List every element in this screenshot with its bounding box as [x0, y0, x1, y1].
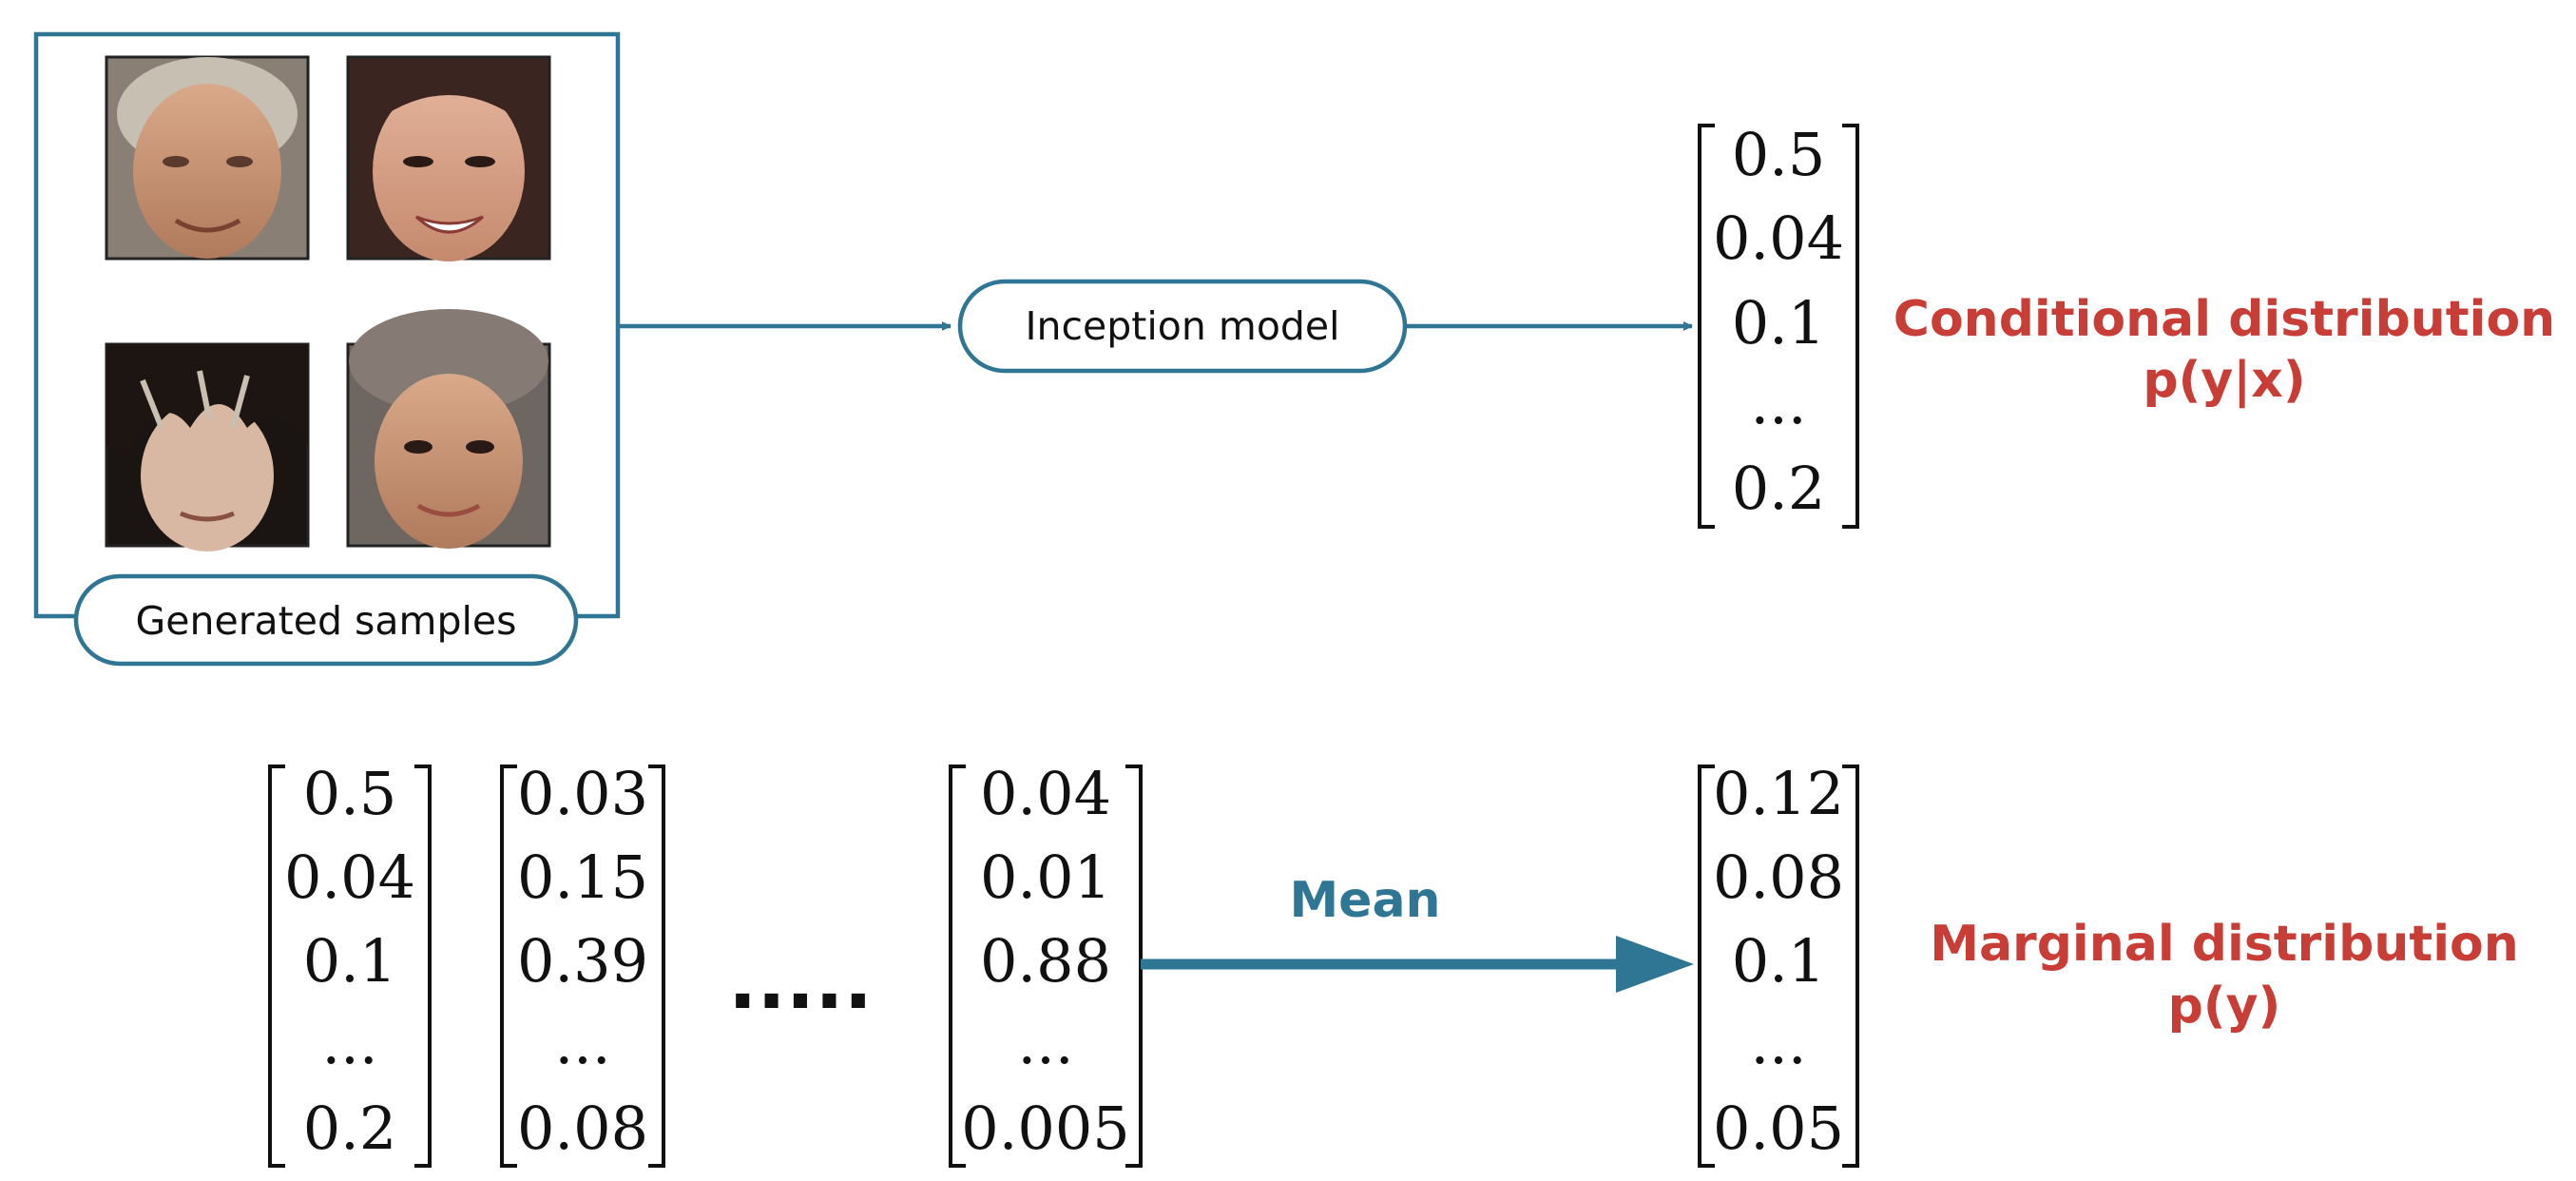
face-dark-bangs-image	[105, 342, 310, 552]
conditional-value: 0.2	[1732, 454, 1826, 523]
conditional-value: ...	[1750, 368, 1806, 437]
samples-frame	[33, 31, 621, 619]
vector-value: ...	[554, 1008, 610, 1077]
vector-value: 0.08	[517, 1094, 648, 1163]
conditional-value: 0.5	[1732, 120, 1826, 189]
vector-value: ...	[1017, 1008, 1073, 1077]
vector-value: 0.15	[517, 842, 648, 912]
vector-value: 0.1	[303, 926, 397, 996]
marginal-value: 0.05	[1713, 1094, 1844, 1163]
mean-arrow	[1141, 936, 1694, 993]
conditional-distribution-label: Conditional distribution	[1894, 291, 2555, 348]
generated-samples-group: Generated samples	[33, 31, 621, 667]
inception-model-label: Inception model	[1025, 303, 1339, 349]
conditional-value: 0.1	[1732, 288, 1826, 358]
face-blond-man-image	[105, 55, 310, 261]
vector-value: 0.005	[961, 1094, 1130, 1163]
vector-value: 0.03	[517, 759, 648, 828]
generated-samples-label: Generated samples	[136, 598, 517, 644]
vector-value: 0.04	[284, 842, 415, 912]
vector-value: 0.04	[980, 759, 1111, 828]
marginal-value: ...	[1750, 1008, 1806, 1077]
vector-value: 0.39	[517, 926, 648, 996]
input-vector-3: 0.04 0.01 0.88 ... 0.005	[949, 759, 1143, 1168]
marginal-vector: 0.12 0.08 0.1 ... 0.05	[1698, 759, 1859, 1168]
vector-value: 0.2	[303, 1094, 397, 1163]
bracket-left	[1698, 124, 1715, 529]
vector-value: 0.5	[303, 759, 397, 828]
mean-label: Mean	[1289, 872, 1440, 929]
face-smiling-woman-image	[346, 55, 551, 261]
vector-value: ...	[321, 1008, 377, 1077]
marginal-value: 0.12	[1713, 759, 1844, 828]
marginal-distribution-label: Marginal distribution	[1930, 916, 2519, 973]
conditional-vector: 0.5 0.04 0.1 ... 0.2	[1698, 120, 1859, 529]
conditional-value: 0.04	[1713, 203, 1844, 273]
marginal-value: 0.08	[1713, 842, 1844, 912]
inception-model-node: Inception model	[957, 279, 1408, 374]
conditional-distribution-formula: p(y|x)	[2143, 352, 2305, 409]
generated-samples-pill	[73, 573, 579, 667]
input-vector-1: 0.5 0.04 0.1 ... 0.2	[268, 759, 432, 1168]
vector-value: 0.01	[980, 842, 1111, 912]
marginal-distribution-formula: p(y)	[2168, 978, 2281, 1035]
bracket-right	[1842, 124, 1859, 529]
more-vectors-ellipsis: .....	[728, 938, 873, 1026]
input-vector-2: 0.03 0.15 0.39 ... 0.08	[500, 759, 665, 1168]
marginal-value: 0.1	[1732, 926, 1826, 996]
vector-value: 0.88	[980, 926, 1111, 996]
face-woman-grey-hair-image	[346, 309, 551, 549]
